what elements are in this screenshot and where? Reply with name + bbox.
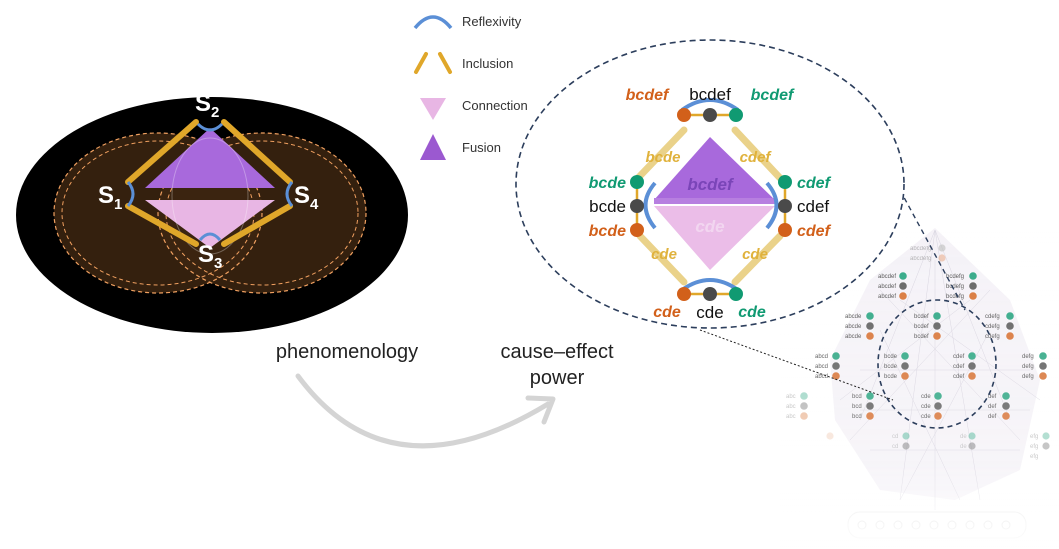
legend-connection-label: Connection bbox=[462, 98, 528, 113]
inclusion-line-bl bbox=[125, 203, 199, 247]
right-dashed-outer bbox=[157, 132, 367, 294]
zoom-node-right-green bbox=[778, 175, 792, 189]
legend-inclusion-label: Inclusion bbox=[462, 56, 513, 71]
curved-arrow bbox=[295, 373, 551, 449]
zoom-node-top-green bbox=[729, 108, 743, 122]
zoom-node-top-orange bbox=[677, 108, 691, 122]
zoom-connection-label: cde bbox=[695, 217, 724, 236]
zoom-edge-label-br: cde bbox=[742, 246, 768, 263]
reflexivity-arc-s2 bbox=[196, 122, 224, 132]
zoom-inclusion-bl bbox=[636, 232, 688, 286]
zoom-label-left-bot: bcde bbox=[589, 223, 626, 240]
inclusion-line-tl bbox=[125, 119, 199, 185]
zoom-edge-label-bl: cde bbox=[651, 246, 677, 263]
reflexivity-arc-s3 bbox=[198, 232, 222, 242]
legend-fusion-label: Fusion bbox=[462, 140, 501, 155]
legend-fusion-icon bbox=[420, 134, 446, 160]
legend-inclusion-icon-left bbox=[414, 52, 428, 74]
zoom-label-bottom-mid: cde bbox=[696, 303, 723, 322]
zoom-reflexivity-bottom bbox=[680, 278, 740, 292]
legend: Reflexivity Inclusion Connection Fusion bbox=[413, 14, 528, 160]
zoom-node-bottom-orange bbox=[677, 287, 691, 301]
right-dashed-inner bbox=[165, 140, 359, 286]
caption-phenomenology: phenomenology bbox=[276, 341, 418, 363]
zoom-label-left-mid: bcde bbox=[589, 197, 626, 216]
zoom-node-right-dark bbox=[778, 199, 792, 213]
zoom-node-bottom-green bbox=[729, 287, 743, 301]
zoom-node-top-dark bbox=[703, 108, 717, 122]
zoom-reflexivity-left bbox=[643, 181, 657, 230]
caption-cause-effect-line1: cause–effect bbox=[500, 341, 613, 363]
label-s2: S2 bbox=[195, 90, 219, 121]
label-s3: S3 bbox=[198, 241, 222, 272]
zoom-reflexivity-right bbox=[765, 181, 779, 230]
phenomenology-panel: S2 S1 S4 S3 bbox=[16, 90, 408, 333]
zoom-node-left-green bbox=[630, 175, 644, 189]
zoom-inclusion-tl bbox=[634, 126, 688, 182]
legend-reflexivity-icon bbox=[413, 15, 453, 30]
curved-arrow-head bbox=[525, 395, 556, 425]
zoom-node-right-orange bbox=[778, 223, 792, 237]
zoom-fusion-triangle bbox=[654, 137, 775, 200]
lattice-panel: abcdefg abcdefg abcdef abcdef abcdef bcd… bbox=[780, 220, 1059, 549]
zoom-inclusion-br bbox=[731, 232, 784, 286]
zoom-edge-label-tl: bcde bbox=[645, 149, 680, 166]
caption-cause-effect-line2: power bbox=[530, 367, 585, 389]
zoom-fusion-label: bcdef bbox=[687, 175, 735, 194]
inclusion-line-tr bbox=[221, 119, 293, 185]
zoom-label-bottom-left: cde bbox=[653, 304, 681, 321]
label-s1: S1 bbox=[98, 182, 122, 213]
zoom-label-right-top: cdef bbox=[797, 175, 832, 192]
zoom-label-bottom-right: cde bbox=[738, 304, 766, 321]
zoom-node-left-dark bbox=[630, 199, 644, 213]
zoom-reflexivity-top bbox=[680, 98, 740, 112]
zoom-inclusion-tr bbox=[731, 126, 784, 182]
zoom-connection-triangle bbox=[654, 206, 775, 270]
zoom-label-top-mid: bcdef bbox=[689, 85, 731, 104]
lattice-focus-ellipse bbox=[877, 299, 997, 429]
zoom-fusion-band bbox=[654, 198, 775, 204]
connection-triangle-left bbox=[145, 200, 275, 248]
label-s4: S4 bbox=[294, 182, 319, 213]
zoom-label-left-top: bcde bbox=[589, 175, 626, 192]
zoom-label-right-bot: cdef bbox=[797, 223, 832, 240]
zoom-node-bottom-dark bbox=[703, 287, 717, 301]
zoom-edge-label-tr: cdef bbox=[740, 149, 773, 166]
zoom-label-top-left: bcdef bbox=[626, 87, 670, 104]
reflexivity-arc-s4 bbox=[285, 181, 294, 207]
zoom-label-top-right: bcdef bbox=[751, 87, 795, 104]
zoom-panel: bcdef cde bcdef bcdef bcdef cde cde cde bbox=[515, 39, 905, 329]
zoom-line-upper bbox=[899, 189, 966, 311]
inner-faint-ellipse bbox=[171, 137, 249, 255]
inclusion-line-br bbox=[221, 203, 293, 247]
reflexivity-arc-s1 bbox=[126, 181, 135, 207]
zoom-node-left-orange bbox=[630, 223, 644, 237]
legend-reflexivity-label: Reflexivity bbox=[462, 14, 522, 29]
fusion-triangle-left bbox=[145, 128, 275, 188]
left-dashed-outer bbox=[53, 132, 263, 294]
zoom-label-right-mid: cdef bbox=[797, 197, 829, 216]
legend-connection-icon bbox=[420, 98, 446, 120]
legend-inclusion-icon-right bbox=[438, 52, 452, 74]
